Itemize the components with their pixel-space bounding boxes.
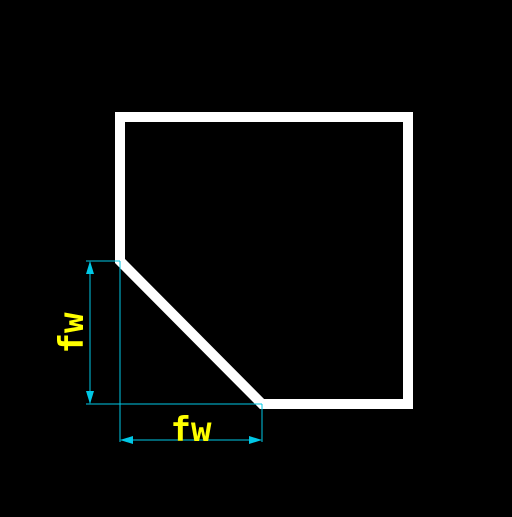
chamfered-square-outline [115, 112, 413, 409]
dimension-arrowheads [86, 261, 262, 444]
arrow-down-icon [86, 391, 94, 404]
dimension-lines [86, 260, 263, 442]
arrow-left-icon [120, 436, 133, 444]
arrow-up-icon [86, 261, 94, 274]
horizontal-dimension-label: fw [171, 410, 212, 450]
arrow-right-icon [249, 436, 262, 444]
vertical-dimension-label: fw [52, 312, 92, 353]
